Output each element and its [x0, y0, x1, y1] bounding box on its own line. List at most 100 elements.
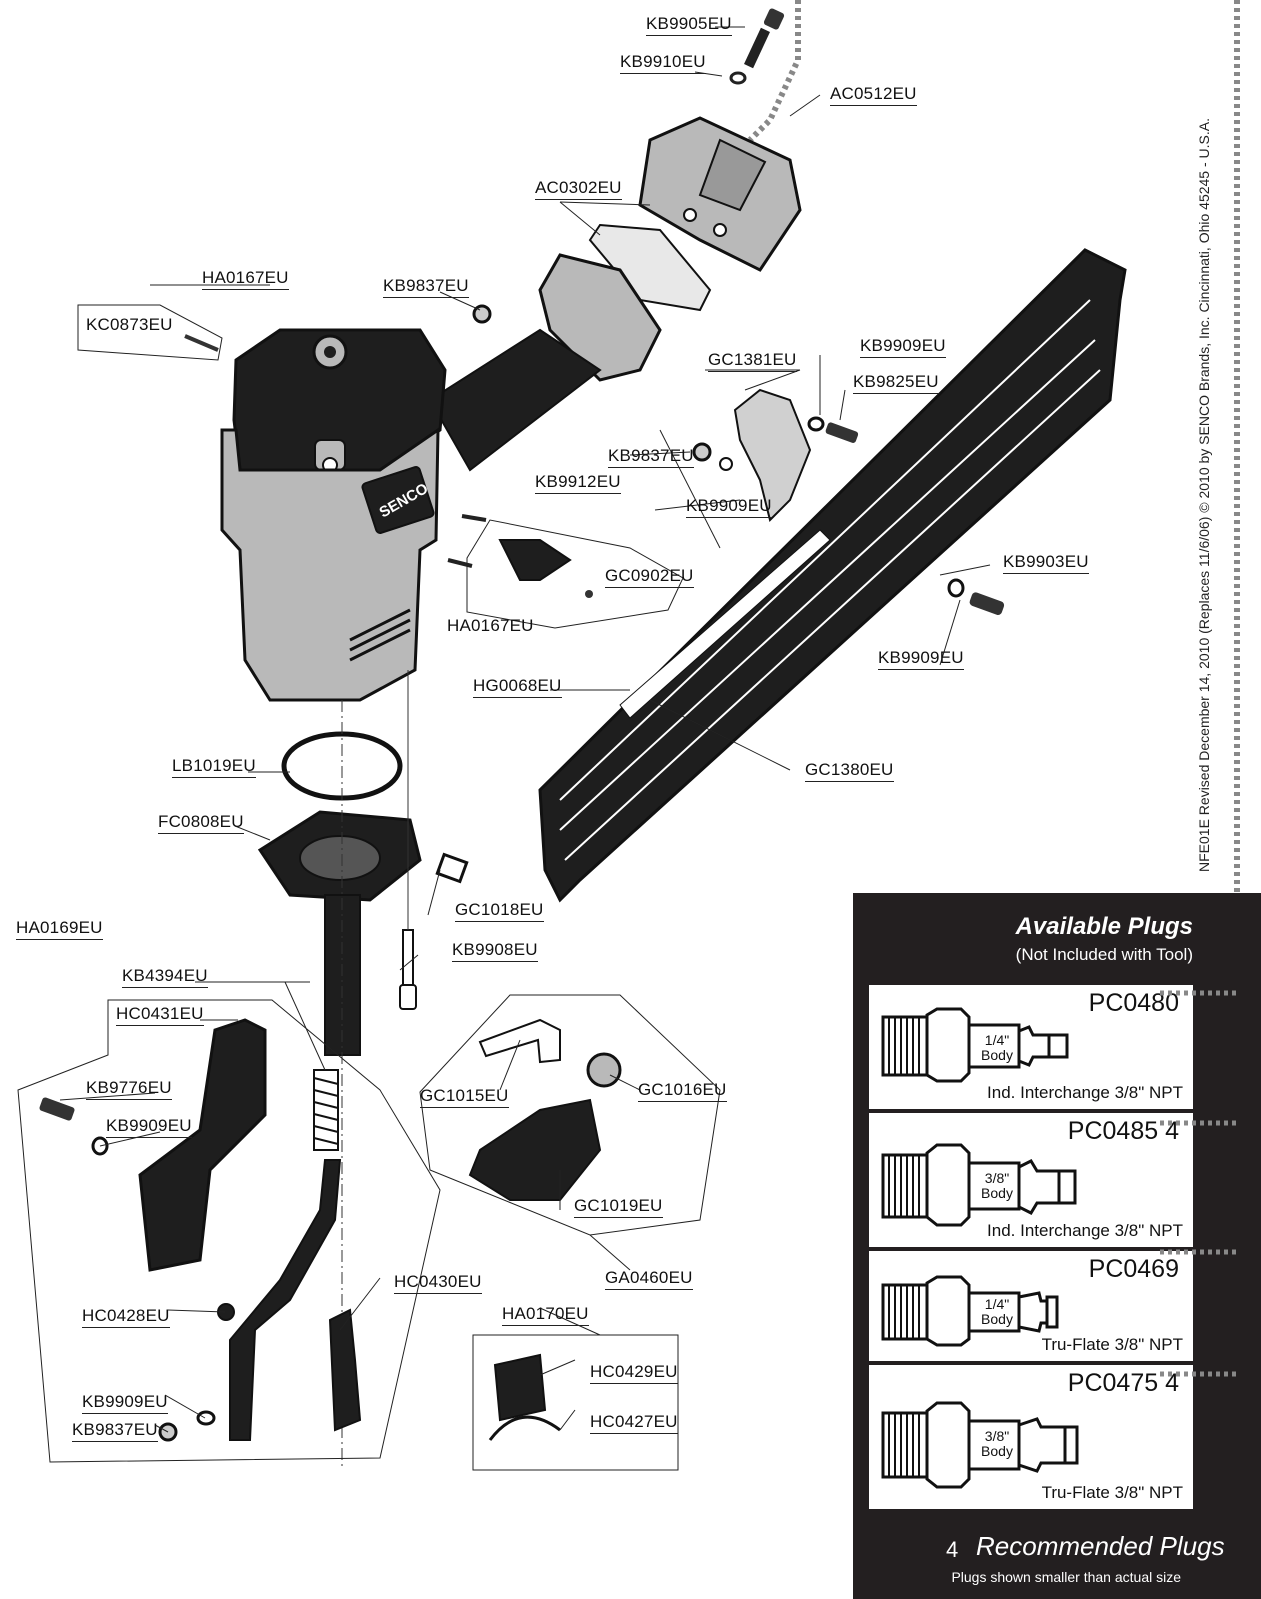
ha0169-callout-box [17, 999, 441, 1463]
plug-card: PC0480 1/4"Body Ind. Interchange 3/8" NP… [869, 985, 1193, 1109]
label-ha0167-mid: HA0167EU [447, 616, 534, 635]
plug-body-size-value: 3/8" [984, 1428, 1010, 1444]
plug-body-size-value: 1/4" [984, 1032, 1010, 1048]
label-hc0430: HC0430EU [394, 1272, 482, 1294]
label-ac0302: AC0302EU [535, 178, 622, 200]
washer-kb9909-top-icon [807, 416, 825, 432]
plug-card: PC0485 4 3/8"Body Ind. Interchange 3/8" … [869, 1113, 1193, 1247]
washer-kb9909-right-icon [947, 578, 965, 598]
contact-trip-icon [229, 1159, 342, 1441]
plug-body-size: 1/4"Body [979, 1297, 1015, 1327]
label-kb9912: KB9912EU [535, 472, 621, 494]
available-plugs-panel: Available Plugs (Not Included with Tool)… [853, 893, 1261, 1599]
label-kb9837-mid: KB9837EU [608, 446, 694, 468]
footnote-number: 4 [946, 1537, 959, 1562]
label-kb9825: KB9825EU [853, 372, 939, 394]
label-kb9908: KB9908EU [452, 940, 538, 962]
screw-kb9903-icon [969, 592, 1005, 615]
label-gc1380: GC1380EU [805, 760, 894, 782]
plug-pc0469-icon [881, 1275, 1059, 1347]
ha0170-callout-box [472, 1334, 679, 1471]
label-kb9837-bottom: KB9837EU [72, 1420, 158, 1442]
washer-kb9909-mid-icon [719, 457, 733, 471]
footnote-subtext: Plugs shown smaller than actual size [951, 1569, 1181, 1585]
clip-hc0427-icon [488, 1415, 561, 1441]
plug-body-size-word: Body [981, 1047, 1013, 1063]
label-kb4394: KB4394EU [122, 966, 208, 988]
wheel-gc1016-icon [586, 1052, 622, 1088]
plug-body-size-word: Body [981, 1311, 1013, 1327]
adjuster-hc0430-icon [328, 1308, 362, 1432]
label-kb9909-left: KB9909EU [106, 1116, 192, 1138]
senco-logo-plate [361, 466, 435, 534]
ha0167-top-callout-box [77, 304, 223, 361]
washer-kb9910-icon [729, 71, 747, 85]
plug-dotted-leaders [1160, 990, 1238, 1377]
pin-kc0873-icon [184, 334, 219, 352]
gasket-ac0302-icon [588, 223, 712, 312]
screw-kb9825-icon [825, 422, 859, 443]
label-fc0808: FC0808EU [158, 812, 244, 834]
plug-part-number: PC0469 [1088, 1255, 1179, 1283]
plug-card: PC0469 1/4"Body Tru-Flate 3/8" NPT [869, 1251, 1193, 1361]
cap-screw-kb9905-icon [744, 8, 785, 69]
label-ha0169: HA0169EU [16, 918, 103, 940]
tool-body-housing-icon: SENCO [220, 427, 440, 702]
safety-element-hc0431-icon [138, 1018, 267, 1272]
plug-description: Tru-Flate 3/8" NPT [1041, 1483, 1183, 1502]
trigger-assembly-icon [498, 539, 572, 581]
plug-body-size-value: 3/8" [984, 1170, 1010, 1186]
label-ga0460: GA0460EU [605, 1268, 693, 1290]
plug-pc0480-icon [881, 1007, 1069, 1083]
plug-body-size-word: Body [981, 1443, 1013, 1459]
ha0167-mid-callout-box [466, 519, 684, 629]
spring-hc0429-icon [493, 1353, 547, 1422]
label-kb9909-bottom: KB9909EU [82, 1392, 168, 1414]
leader-lines [17, 26, 991, 1471]
plug-pc0485-icon [881, 1143, 1077, 1227]
pin-gc0902-icon [585, 590, 593, 598]
label-gc1018: GC1018EU [455, 900, 544, 922]
label-kb9909-top: KB9909EU [860, 336, 946, 358]
top-cap-ac0512-icon [638, 116, 802, 272]
label-kc0873: KC0873EU [86, 315, 173, 334]
label-gc0902: GC0902EU [605, 566, 694, 588]
plug-pc0475-icon [881, 1401, 1079, 1489]
plug-description: Ind. Interchange 3/8" NPT [987, 1083, 1183, 1102]
label-gc1381: GC1381EU [708, 350, 797, 372]
label-kb9909-mid: KB9909EU [686, 496, 772, 518]
plug-card: PC0475 4 3/8"Body Tru-Flate 3/8" NPT [869, 1365, 1193, 1509]
pin-kb9912-lower-icon [447, 558, 473, 568]
plugs-title: Available Plugs [1015, 913, 1193, 940]
label-kb9910: KB9910EU [620, 52, 706, 74]
plug-body-size: 3/8"Body [979, 1429, 1015, 1459]
plug-body-size: 1/4"Body [979, 1033, 1015, 1063]
label-gc1016: GC1016EU [638, 1080, 727, 1102]
label-kb9837-top: KB9837EU [383, 276, 469, 298]
label-hc0431: HC0431EU [116, 1004, 204, 1026]
nut-kb9837-mid-icon [692, 442, 712, 462]
handle-icon [428, 328, 602, 472]
magazine-gc1380-icon [538, 248, 1127, 903]
plug-body-size-word: Body [981, 1185, 1013, 1201]
copyright-vertical-text: NFE01E Revised December 14, 2010 (Replac… [1196, 118, 1212, 872]
nut-kb9837-top-icon [472, 304, 492, 324]
nose-plate-fc0808-icon [257, 810, 422, 1056]
label-ac0512: AC0512EU [830, 84, 917, 106]
label-hc0429: HC0429EU [590, 1362, 678, 1384]
exhaust-deflector-icon [538, 253, 662, 382]
label-ha0167-top: HA0167EU [202, 268, 289, 290]
bracket-gc1381-icon [733, 388, 812, 522]
bolt-kb9908-icon [399, 929, 417, 1010]
depth-adjust-gc1019-icon [468, 1098, 602, 1201]
bumper-gc1018-icon [435, 852, 469, 884]
washer-kb9909-bottom-icon [196, 1410, 216, 1426]
label-kb9903: KB9903EU [1003, 552, 1089, 574]
plugs-subtitle: (Not Included with Tool) [1015, 945, 1193, 964]
plug-description: Tru-Flate 3/8" NPT [1041, 1335, 1183, 1354]
label-kb9909-right: KB9909EU [878, 648, 964, 670]
spring-kb4394-icon [313, 1069, 339, 1151]
footnote-text: Recommended Plugs [976, 1531, 1225, 1561]
